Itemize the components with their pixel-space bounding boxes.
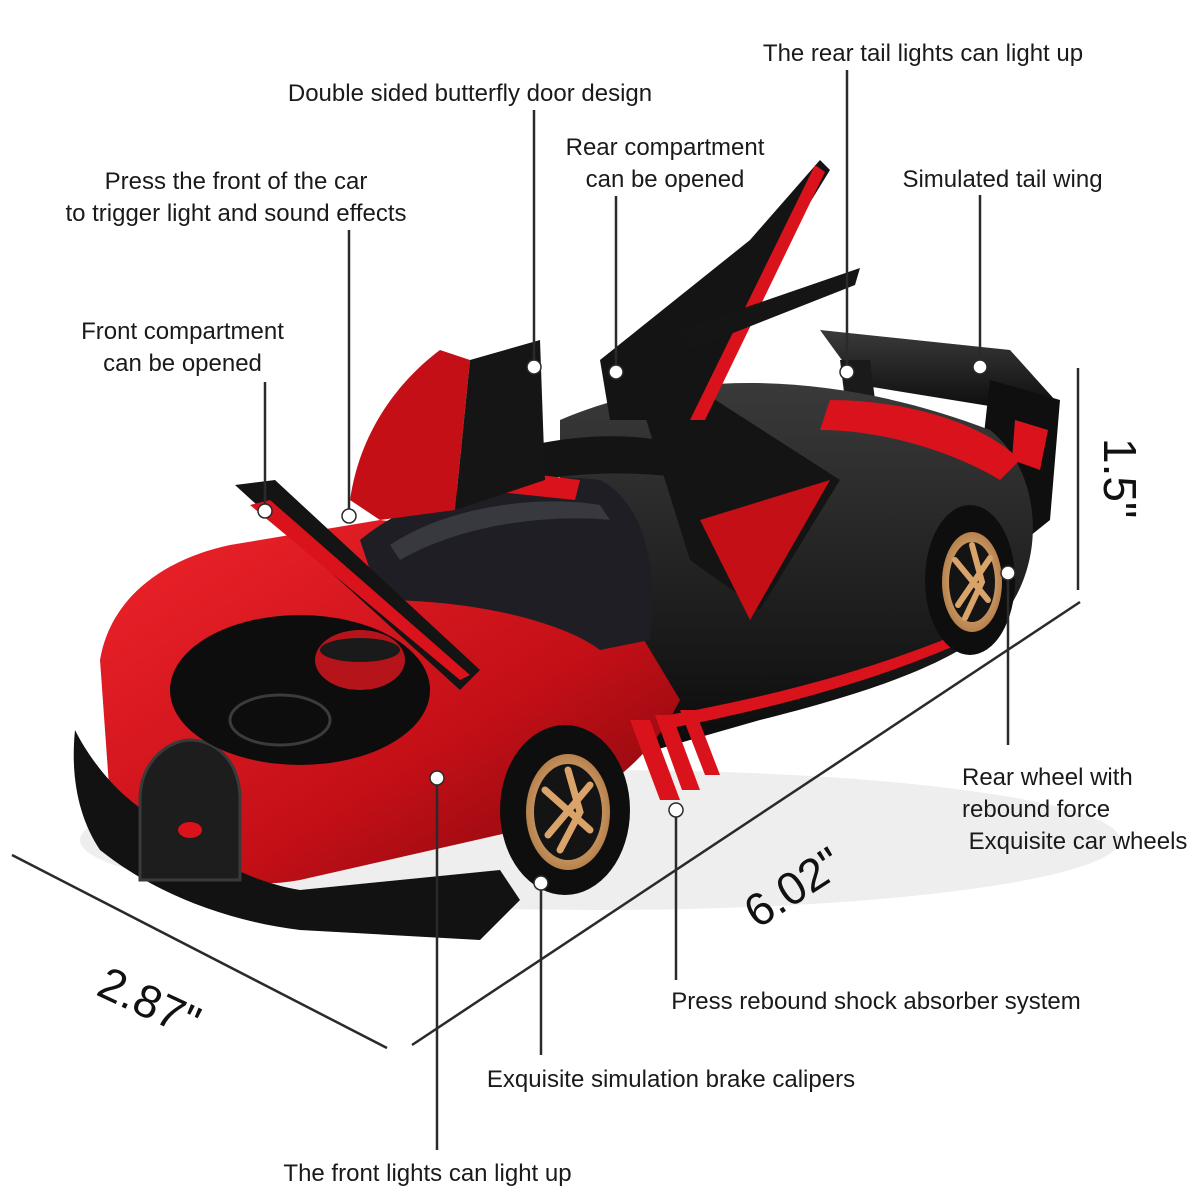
width-dimension-line bbox=[11, 853, 388, 1050]
callout-rear-compartment: Rear compartment can be opened bbox=[565, 134, 765, 193]
callout-rear-tail-lights: The rear tail lights can light up bbox=[762, 40, 1084, 67]
callout-rear-wheel: Rear wheel with rebound force Exquisite … bbox=[962, 764, 1188, 855]
callout-shock-absorber: Press rebound shock absorber system bbox=[671, 988, 1081, 1015]
side-accent-line bbox=[640, 620, 990, 734]
front-bumper bbox=[73, 730, 520, 940]
callout-butterfly-door: Double sided butterfly door design bbox=[287, 80, 653, 107]
callout-dots bbox=[257, 359, 1016, 891]
length-dimension-line bbox=[411, 600, 1081, 1047]
callout-brake-calipers: Exquisite simulation brake calipers bbox=[486, 1066, 856, 1093]
callout-press-front: Press the front of the car to trigger li… bbox=[65, 168, 407, 227]
callout-front-compartment: Front compartment can be opened bbox=[81, 318, 284, 377]
height-dimension-label: 1.5" bbox=[1094, 438, 1146, 519]
rear-lid bbox=[600, 160, 830, 420]
side-vents bbox=[630, 710, 720, 800]
leader-lines bbox=[263, 70, 1010, 1150]
cockpit-glass bbox=[360, 477, 653, 650]
dimension-lines bbox=[11, 368, 1081, 1050]
callout-tail-wing: Simulated tail wing bbox=[902, 166, 1103, 193]
front-wheel bbox=[500, 725, 630, 895]
right-door bbox=[640, 390, 840, 610]
side-accent-top bbox=[820, 400, 1020, 480]
rear-wheel bbox=[925, 505, 1015, 655]
callout-front-lights: The front lights can light up bbox=[283, 1160, 572, 1187]
horseshoe-grille bbox=[138, 738, 242, 882]
left-door bbox=[350, 350, 470, 520]
